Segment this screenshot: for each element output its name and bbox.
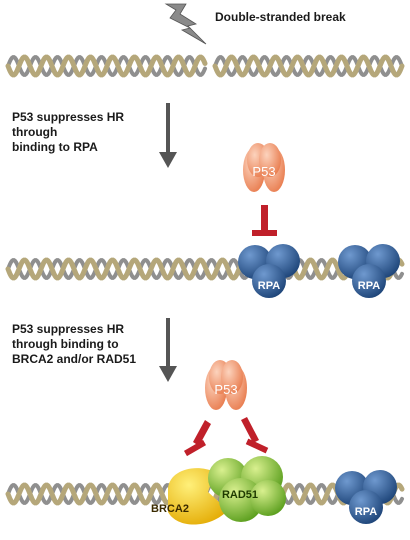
break-label: Double-stranded break bbox=[215, 10, 346, 24]
rpa-label-1: RPA bbox=[258, 280, 280, 292]
step2-caption: P53 suppresses HR through binding to BRC… bbox=[12, 322, 137, 366]
dna-segment-middle bbox=[5, 257, 405, 281]
inhibit-symbol-1 bbox=[252, 205, 277, 236]
brca2-label: BRCA2 bbox=[151, 503, 189, 515]
rpa-cluster-2: RPA bbox=[338, 244, 400, 298]
inhibit-symbol-2 bbox=[183, 420, 211, 457]
rpa-label-3: RPA bbox=[355, 506, 377, 518]
inhibit-symbol-3 bbox=[241, 417, 269, 454]
rpa-label-2: RPA bbox=[358, 280, 380, 292]
brca2-protein: BRCA2 bbox=[151, 468, 228, 525]
step2-arrow bbox=[159, 318, 177, 382]
p53-label-1: P53 bbox=[252, 164, 275, 179]
rpa-cluster-1: RPA bbox=[238, 244, 300, 298]
p53-tetramer-1: P53 bbox=[243, 143, 285, 192]
dna-segment-top-left bbox=[5, 54, 208, 78]
step1-arrow bbox=[159, 103, 177, 168]
p53-tetramer-2: P53 bbox=[205, 360, 247, 410]
rad51-protein: RAD51 bbox=[208, 456, 286, 522]
lightning-bolt-icon bbox=[164, 3, 207, 45]
rad51-label: RAD51 bbox=[222, 489, 258, 501]
step1-caption: P53 suppresses HR through binding to RPA bbox=[12, 110, 125, 154]
p53-label-2: P53 bbox=[214, 382, 237, 397]
rpa-cluster-3: RPA bbox=[335, 470, 397, 524]
dna-segment-top-right bbox=[212, 54, 405, 78]
